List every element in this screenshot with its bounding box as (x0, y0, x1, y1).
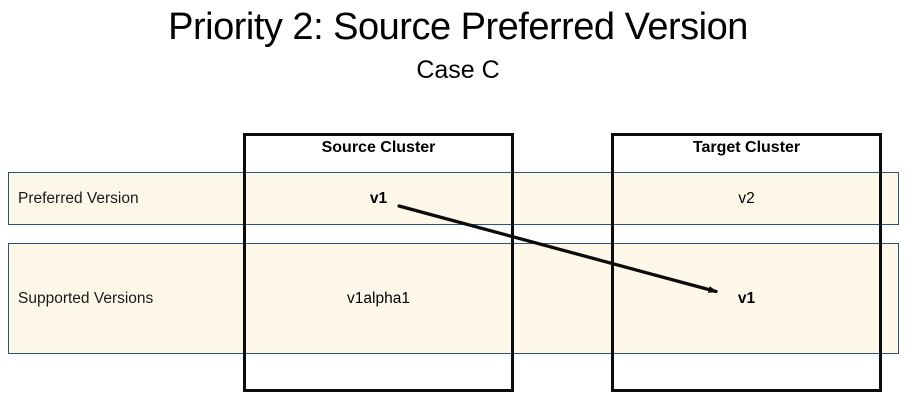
row-label-supported-versions: Supported Versions (18, 289, 154, 307)
source-cluster-header: Source Cluster (321, 139, 436, 156)
cell-source-supported-versions: v1alpha1 (347, 289, 410, 307)
cell-source-preferred-version: v1 (369, 189, 388, 207)
slide-subtitle: Case C (416, 56, 500, 84)
slide-title: Priority 2: Source Preferred Version (168, 6, 748, 48)
row-label-preferred-version: Preferred Version (18, 189, 139, 207)
cell-target-preferred-version: v2 (738, 189, 755, 207)
cell-target-supported-versions: v1 (737, 289, 756, 307)
target-cluster-header: Target Cluster (692, 139, 801, 156)
